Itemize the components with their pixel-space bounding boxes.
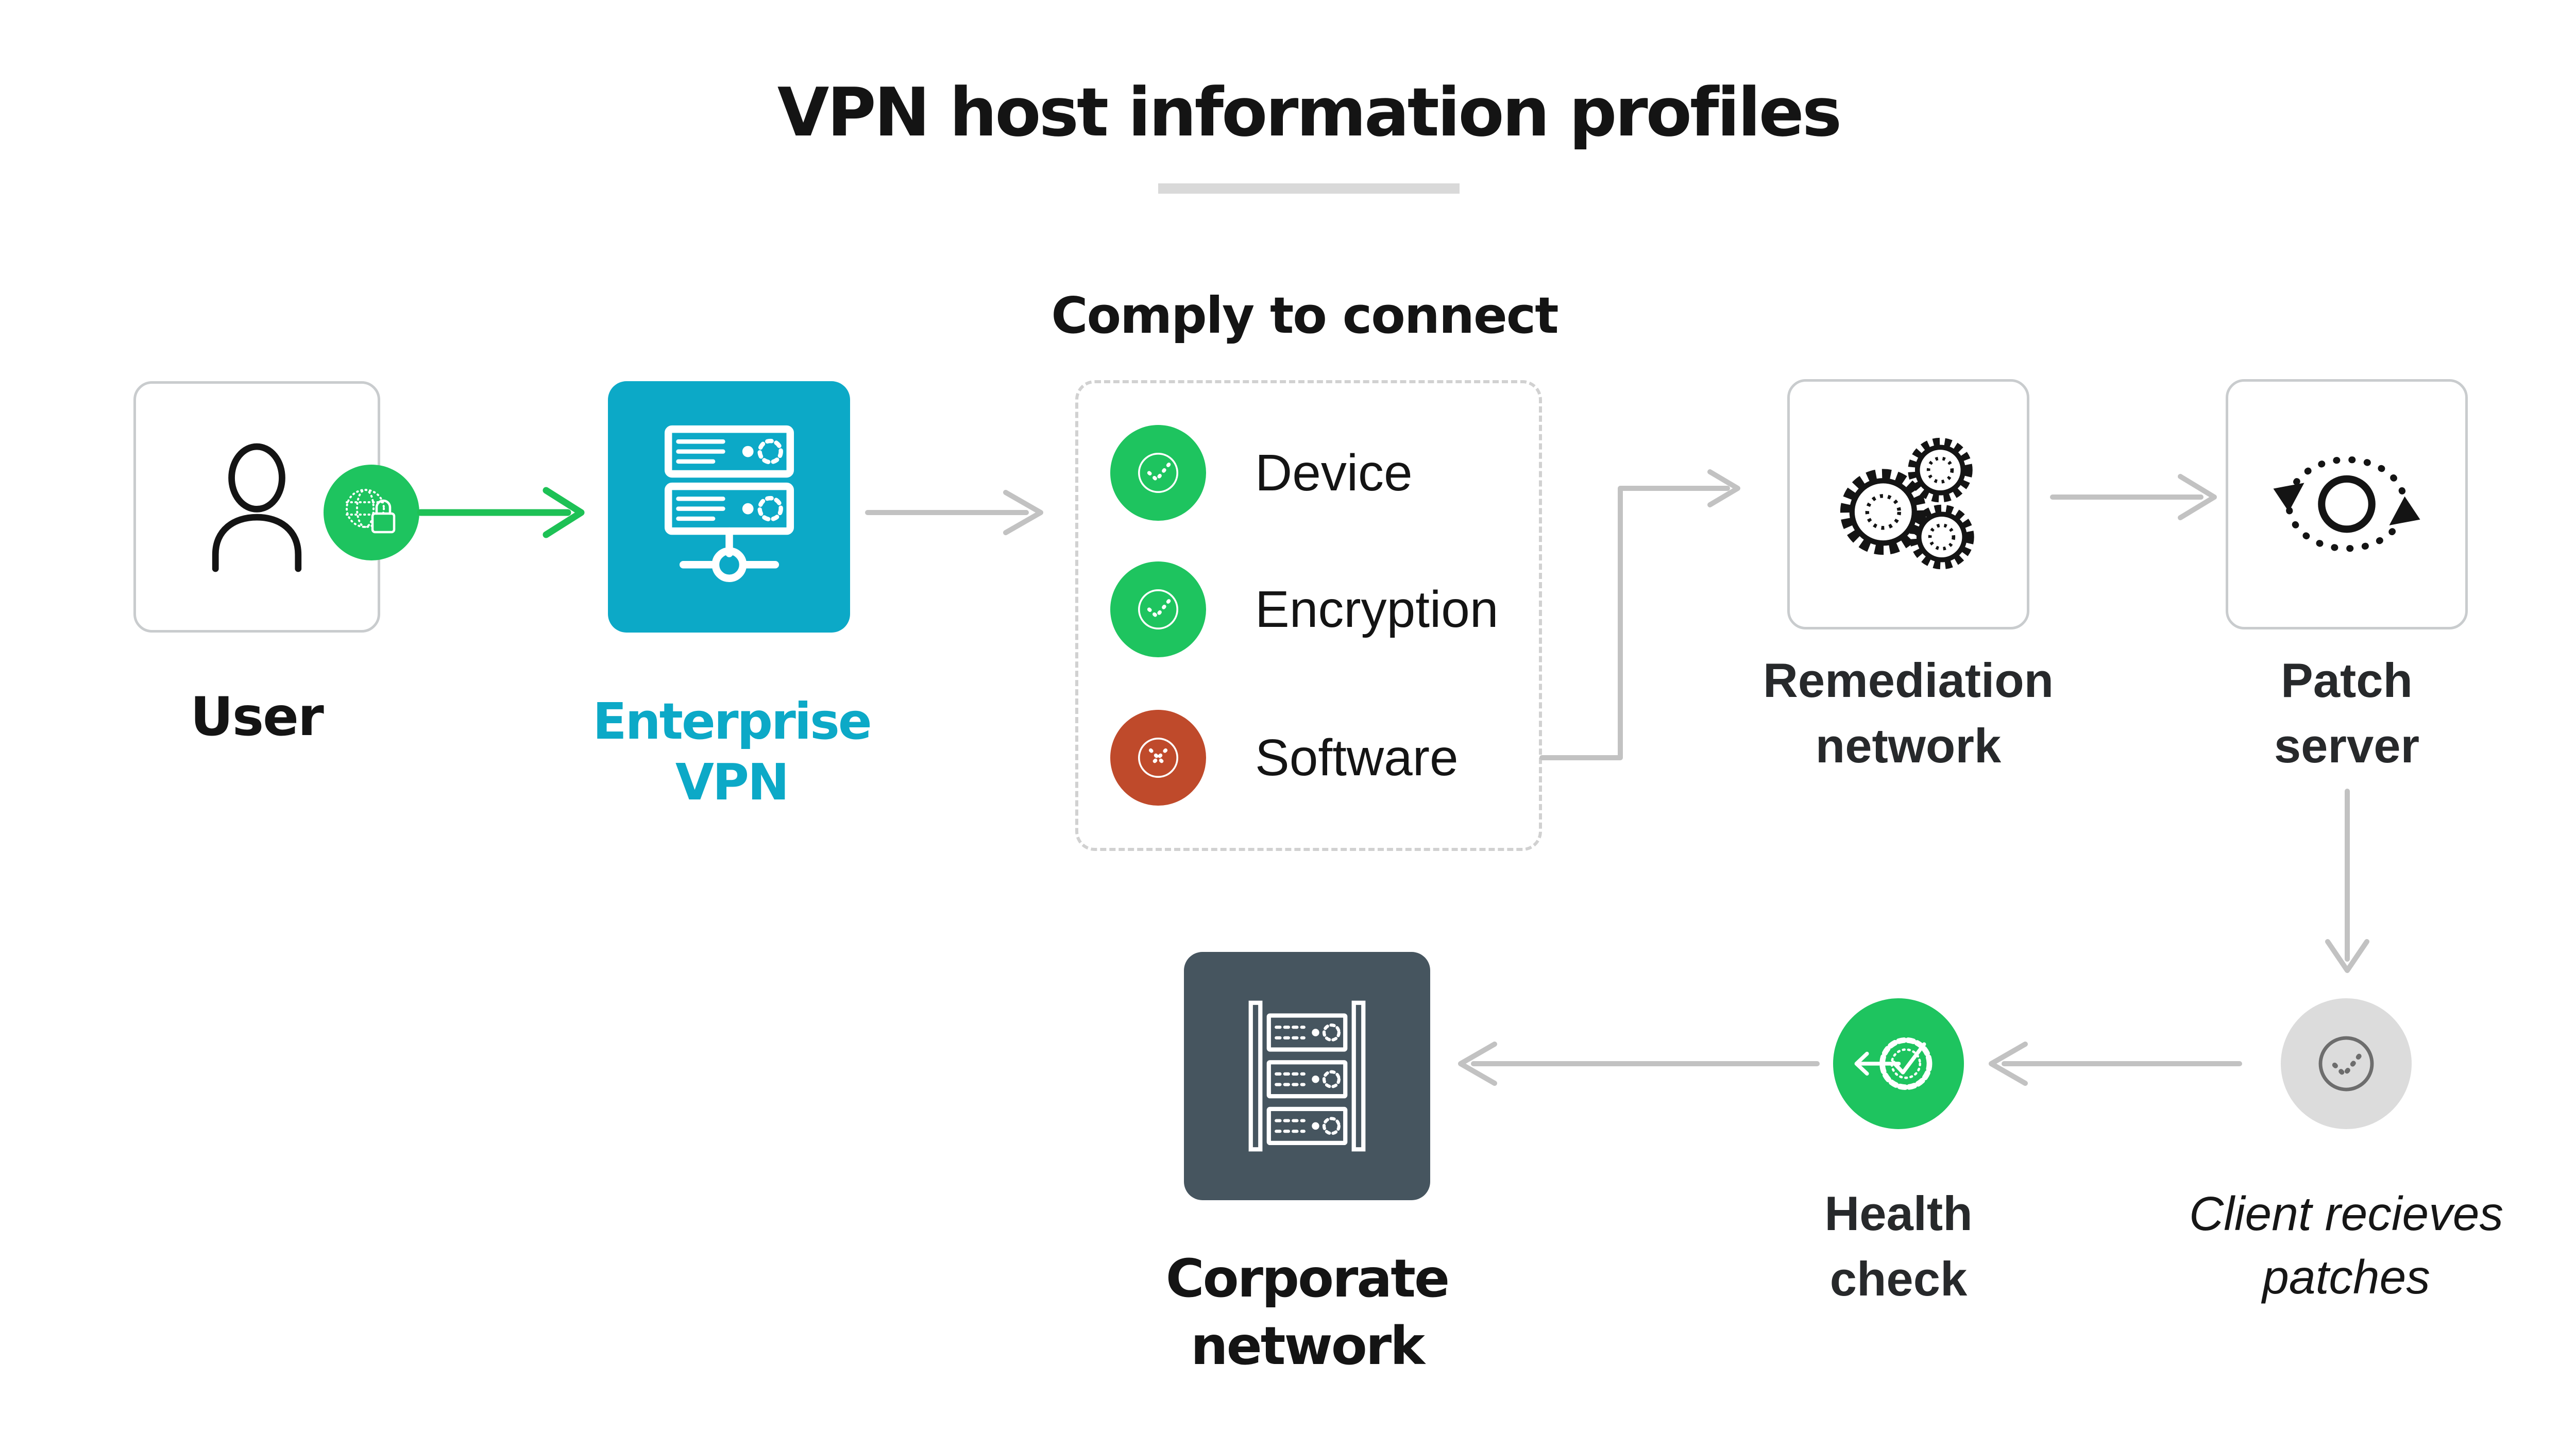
remediation-network-box bbox=[1787, 379, 2029, 629]
arrow-client-to-health bbox=[1989, 1042, 2242, 1086]
patch-server-label-line1: Patch bbox=[2281, 653, 2413, 707]
arrow-user-to-vpn bbox=[417, 487, 585, 538]
check-circle-icon bbox=[2318, 1036, 2374, 1092]
patch-server-label: Patch server bbox=[2192, 648, 2501, 779]
remediation-label-line2: network bbox=[1815, 718, 2002, 773]
person-icon bbox=[212, 443, 302, 572]
enterprise-vpn-box bbox=[608, 381, 850, 633]
arrow-vpn-to-comply bbox=[865, 490, 1043, 535]
enterprise-vpn-label-line1: Enterprise bbox=[592, 692, 872, 751]
secure-connection-badge bbox=[324, 465, 419, 560]
patch-server-box bbox=[2226, 379, 2468, 629]
user-label: User bbox=[190, 686, 324, 748]
comply-row-encryption: Encryption bbox=[1110, 561, 1498, 657]
globe-lock-icon bbox=[346, 489, 396, 534]
gears-icon bbox=[1840, 437, 1974, 570]
patch-server-label-line2: server bbox=[2274, 718, 2420, 773]
device-status-circle bbox=[1110, 425, 1206, 521]
client-patches-label-line1: Client recieves bbox=[2189, 1187, 2503, 1240]
arrow-patch-to-client bbox=[2325, 789, 2369, 973]
comply-row-software: Software bbox=[1110, 710, 1459, 806]
corporate-network-label: Corporate network bbox=[1153, 1246, 1462, 1380]
arrow-remediation-to-patch bbox=[2050, 474, 2217, 520]
client-patches-circle bbox=[2281, 998, 2412, 1129]
corporate-network-box bbox=[1184, 952, 1430, 1200]
dotted-check-icon bbox=[1138, 452, 1179, 493]
arrow-comply-to-remediation bbox=[1539, 469, 1740, 760]
health-check-circle bbox=[1833, 998, 1964, 1129]
client-patches-label-line2: patches bbox=[2262, 1250, 2430, 1304]
health-check-label-line2: check bbox=[1829, 1251, 1968, 1306]
gear-check-arrow-icon bbox=[1854, 1037, 1933, 1090]
encryption-status-circle bbox=[1110, 561, 1206, 657]
vpn-server-icon bbox=[664, 425, 794, 583]
comply-item-label: Software bbox=[1255, 728, 1459, 787]
dotted-x-icon bbox=[1138, 737, 1179, 778]
remediation-label: Remediation network bbox=[1754, 648, 2063, 779]
corporate-network-label-line2: network bbox=[1191, 1315, 1425, 1377]
enterprise-vpn-label-line2: VPN bbox=[675, 753, 789, 812]
arrow-health-to-corporate bbox=[1458, 1042, 1820, 1086]
comply-row-device: Device bbox=[1110, 425, 1413, 521]
sync-icon bbox=[2273, 456, 2420, 552]
comply-item-label: Encryption bbox=[1255, 580, 1499, 638]
health-check-label: Health check bbox=[1744, 1181, 2053, 1312]
dotted-check-icon bbox=[1138, 589, 1179, 630]
comply-heading: Comply to connect bbox=[1051, 286, 1558, 345]
client-patches-label: Client recieves patches bbox=[2140, 1182, 2552, 1309]
health-check-label-line1: Health bbox=[1824, 1186, 1973, 1240]
page-title: VPN host information profiles bbox=[777, 73, 1842, 151]
server-rack-icon bbox=[1248, 1000, 1366, 1152]
software-status-circle bbox=[1110, 710, 1206, 806]
title-divider bbox=[1158, 183, 1460, 194]
remediation-label-line1: Remediation bbox=[1762, 653, 2054, 707]
corporate-network-label-line1: Corporate bbox=[1165, 1248, 1450, 1309]
comply-item-label: Device bbox=[1255, 444, 1413, 502]
enterprise-vpn-label: Enterprise VPN bbox=[577, 691, 886, 813]
